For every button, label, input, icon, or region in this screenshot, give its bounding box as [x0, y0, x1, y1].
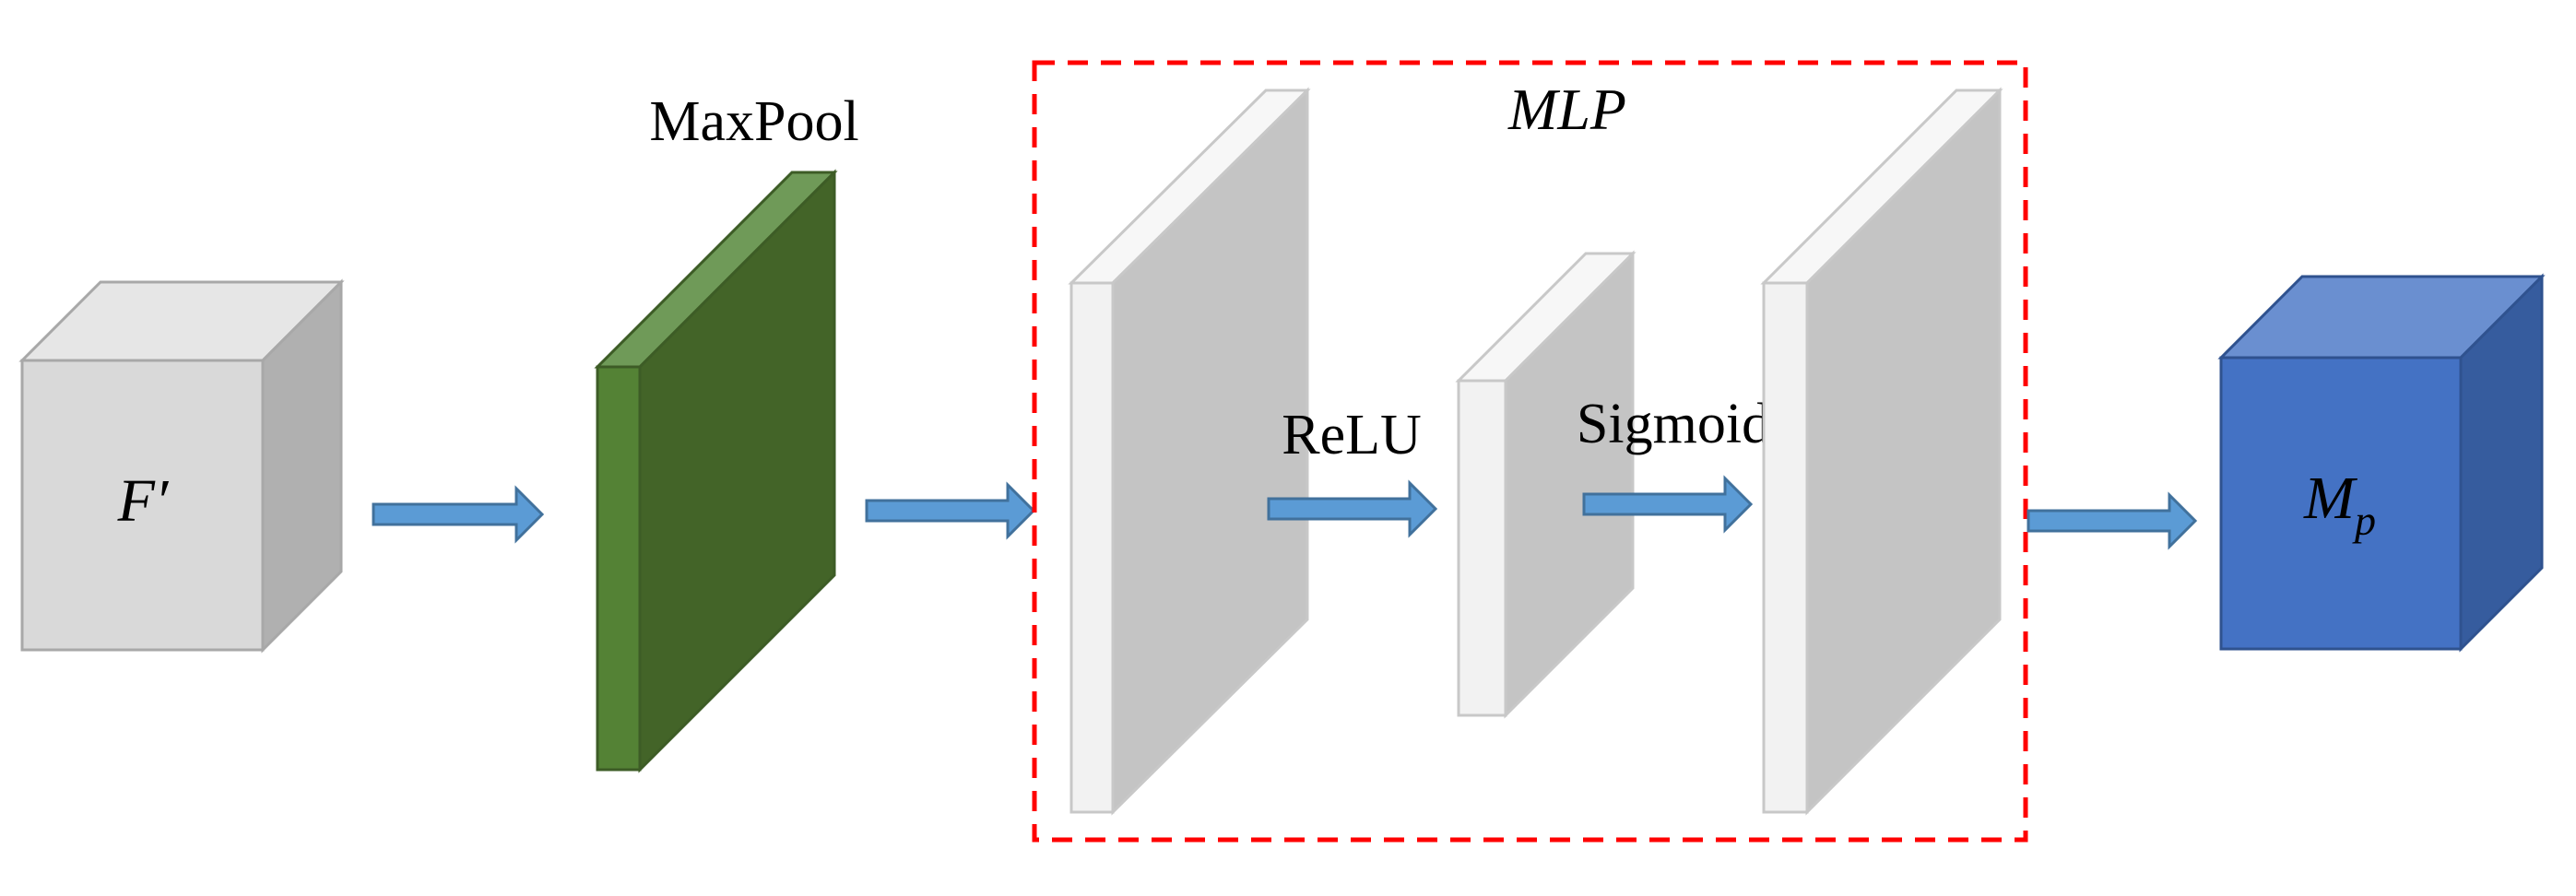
mlp-layer-2 — [1455, 250, 1637, 719]
output-cube-front — [2219, 356, 2463, 651]
sigmoid-label: Sigmoid — [1577, 393, 1770, 455]
arrow-mlp-to-output — [2027, 491, 2198, 550]
maxpool-front — [596, 365, 642, 772]
arrow-input-to-maxpool — [372, 485, 545, 544]
mlp-layer-3 — [1760, 87, 2003, 816]
relu-label: ReLU — [1282, 404, 1422, 466]
mlp-layer-1 — [1068, 87, 1311, 816]
input-cube-front — [20, 359, 265, 652]
mlp-layer-3-front — [1762, 281, 1809, 814]
input-label: F′ — [117, 467, 170, 535]
mlp-layer-1-side — [1111, 87, 1309, 816]
mlp-label: MLP — [1507, 77, 1626, 142]
arrow-sigmoid — [1582, 475, 1754, 534]
output-label: Mp — [2303, 465, 2376, 544]
mlp-layer-2-front — [1457, 379, 1507, 717]
arrow-maxpool-to-mlp — [865, 481, 1036, 540]
mlp-layer-3-side — [1805, 87, 2002, 816]
mlp-bounding-box — [1032, 60, 2028, 843]
maxpool-layer: MaxPool — [594, 90, 859, 773]
output-label-main: M — [2303, 465, 2358, 532]
mlp-layer-1-front — [1069, 281, 1115, 814]
input-feature-cube: F′ — [18, 278, 345, 654]
output-attention-cube: Mp — [2217, 273, 2546, 653]
output-label-subscript: p — [2352, 497, 2376, 544]
arrow-relu — [1267, 479, 1438, 538]
maxpool-label: MaxPool — [649, 90, 858, 153]
